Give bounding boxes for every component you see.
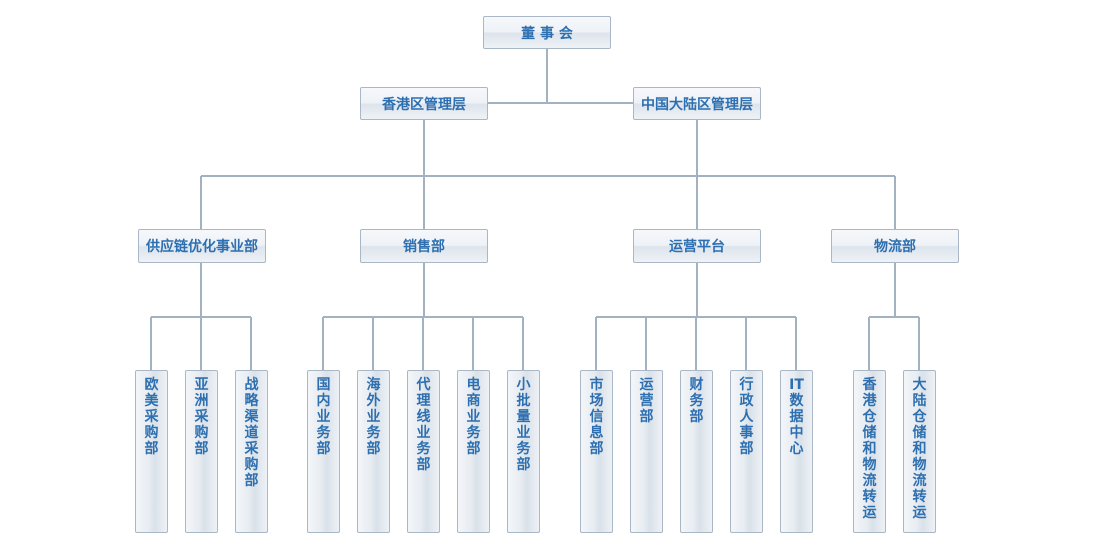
node-dept-operations: 运营平台 [633,229,761,263]
node-unit-domestic-business: 国内业务部 [307,370,340,533]
node-cn-management: 中国大陆区管理层 [633,87,761,120]
node-unit-admin-hr: 行政人事部 [730,370,763,533]
node-unit-hk-warehouse-logistics: 香港仓储和物流转运 [853,370,886,533]
node-dept-sales: 销售部 [360,229,488,263]
node-hk-management: 香港区管理层 [360,87,488,120]
node-unit-europe-america-procurement: 欧美采购部 [135,370,168,533]
node-board: 董 事 会 [483,16,611,49]
node-unit-agency-business: 代理线业务部 [407,370,440,533]
node-unit-overseas-business: 海外业务部 [357,370,390,533]
node-unit-strategic-channel-procurement: 战略渠道采购部 [235,370,268,533]
node-dept-supply-chain: 供应链优化事业部 [138,229,266,263]
node-unit-operations: 运营部 [630,370,663,533]
node-unit-it-data-center: IT数据中心 [780,370,813,533]
node-unit-market-info: 市场信息部 [580,370,613,533]
node-unit-asia-procurement: 亚洲采购部 [185,370,218,533]
node-unit-small-batch-business: 小批量业务部 [507,370,540,533]
node-unit-ecommerce-business: 电商业务部 [457,370,490,533]
node-unit-finance: 财务部 [680,370,713,533]
node-unit-mainland-warehouse-logistics: 大陆仓储和物流转运 [903,370,936,533]
node-dept-logistics: 物流部 [831,229,959,263]
